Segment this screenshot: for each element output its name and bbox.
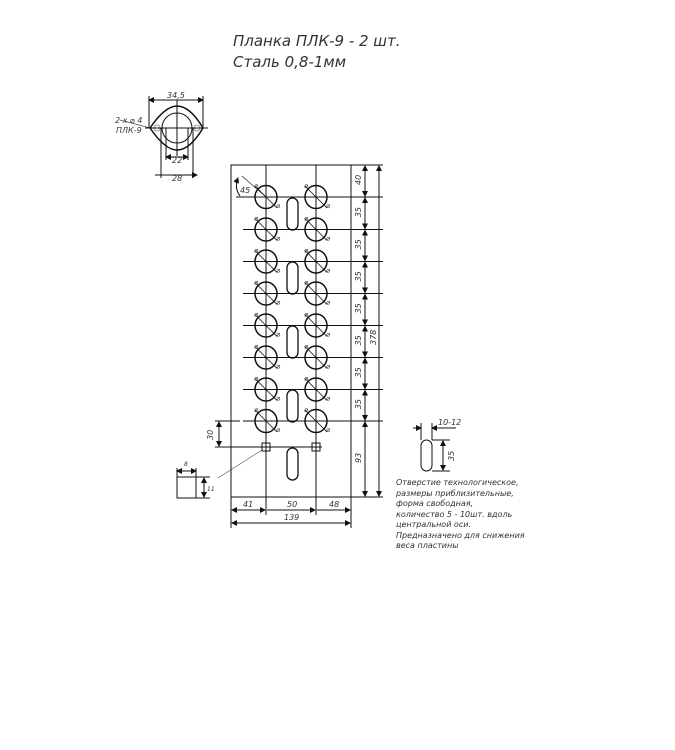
small-hole-mark: ⌀	[276, 202, 281, 210]
square-height-label: 11	[207, 486, 215, 493]
small-hole-mark: ⌀	[254, 215, 259, 223]
note-line: Отверстие технологическое,	[396, 478, 519, 487]
small-hole-mark: ⌀	[304, 182, 309, 190]
height-dim-label: 35	[354, 303, 363, 313]
flange-holes-callout: 2 x ⌀ 4	[115, 116, 142, 125]
height-dim-label: 35	[354, 367, 363, 377]
note-line: форма свободная,	[396, 499, 474, 508]
lightening-slot	[286, 261, 299, 295]
small-hole-mark: ⌀	[304, 311, 309, 319]
height-dim-label: 40	[354, 175, 363, 185]
note-line: количество 5 - 10шт. вдоль	[396, 509, 513, 519]
flange-view	[119, 96, 208, 178]
height-dim-label: 35	[354, 207, 363, 217]
mount-hole	[304, 249, 328, 274]
technical-note: Отверстие технологическое, размеры прибл…	[396, 478, 525, 552]
small-hole-mark: ⌀	[254, 247, 259, 255]
angle-label: 45	[240, 186, 250, 195]
lightening-slot	[286, 389, 299, 423]
small-hole-mark: ⌀	[276, 363, 281, 371]
small-hole-mark: ⌀	[304, 279, 309, 287]
height-dim-label: 35	[354, 399, 363, 409]
mount-hole	[254, 313, 278, 338]
square-width-label: 8	[184, 461, 188, 468]
mount-hole	[304, 281, 328, 306]
note-line: веса пластины	[396, 541, 459, 550]
mount-hole	[304, 345, 328, 370]
bottom-dim-label: 41	[243, 500, 253, 509]
note-line: центральной оси.	[396, 520, 471, 529]
lightening-slot	[286, 197, 299, 231]
note-line: размеры приблизительные,	[396, 488, 514, 498]
small-hole-mark: ⌀	[304, 215, 309, 223]
overall-width-label: 139	[284, 513, 299, 522]
mount-hole	[254, 345, 278, 370]
small-hole-mark: ⌀	[326, 363, 331, 371]
height-dim-label: 35	[354, 335, 363, 345]
height-dim-label: 35	[354, 271, 363, 281]
small-hole-mark: ⌀	[326, 299, 331, 307]
lightening-slot	[286, 447, 299, 481]
note-line: Предназначено для снижения	[396, 530, 525, 540]
small-hole-mark: ⌀	[276, 267, 281, 275]
lightening-slot	[286, 325, 299, 359]
flange-outer-label: 28	[172, 174, 182, 183]
mount-hole	[254, 249, 278, 274]
flange-inner-label: 22	[172, 156, 182, 165]
mount-hole	[304, 377, 328, 402]
mount-hole	[304, 313, 328, 338]
mount-hole	[254, 377, 278, 402]
small-hole-mark: ⌀	[254, 406, 259, 414]
slot-width-label: 10-12	[438, 418, 461, 427]
mount-hole	[304, 184, 328, 210]
small-hole-mark: ⌀	[276, 299, 281, 307]
small-hole-mark: ⌀	[254, 182, 259, 190]
bottom-dim-label: 50	[287, 500, 297, 509]
small-hole-mark: ⌀	[304, 247, 309, 255]
small-hole-mark: ⌀	[326, 267, 331, 275]
small-hole-mark: ⌀	[276, 235, 281, 243]
left-dim-label: 30	[206, 430, 215, 440]
small-hole-mark: ⌀	[254, 375, 259, 383]
small-hole-mark: ⌀	[254, 279, 259, 287]
overall-height-label: 378	[369, 330, 378, 345]
small-hole-mark: ⌀	[276, 426, 281, 434]
material-spec: Сталь 0,8-1мм	[233, 53, 347, 71]
slot-height-label: 35	[447, 451, 456, 461]
square-detail	[176, 468, 210, 499]
small-hole-mark: ⌀	[304, 406, 309, 414]
small-hole-mark: ⌀	[326, 331, 331, 339]
small-hole-mark: ⌀	[276, 395, 281, 403]
flange-name-callout: ПЛК-9	[116, 126, 142, 135]
mount-hole	[304, 408, 328, 434]
small-hole-mark: ⌀	[254, 311, 259, 319]
small-hole-mark: ⌀	[326, 395, 331, 403]
mount-hole	[254, 281, 278, 306]
height-dim-label: 93	[354, 453, 363, 463]
small-hole-mark: ⌀	[276, 331, 281, 339]
bottom-dim-label: 48	[329, 500, 339, 509]
mount-hole	[254, 217, 278, 242]
plate-outline	[230, 164, 352, 498]
height-dim-label: 35	[354, 239, 363, 249]
small-hole-mark: ⌀	[326, 235, 331, 243]
mount-hole	[254, 408, 278, 434]
mount-hole	[304, 217, 328, 242]
small-hole-mark: ⌀	[304, 343, 309, 351]
small-hole-mark: ⌀	[326, 202, 331, 210]
small-hole-mark: ⌀	[254, 343, 259, 351]
small-hole-mark: ⌀	[304, 375, 309, 383]
flange-width-label: 34,5	[167, 91, 185, 100]
drawing-title: Планка ПЛК-9 - 2 шт.	[233, 32, 401, 50]
small-hole-mark: ⌀	[326, 426, 331, 434]
slot-detail	[413, 423, 456, 472]
